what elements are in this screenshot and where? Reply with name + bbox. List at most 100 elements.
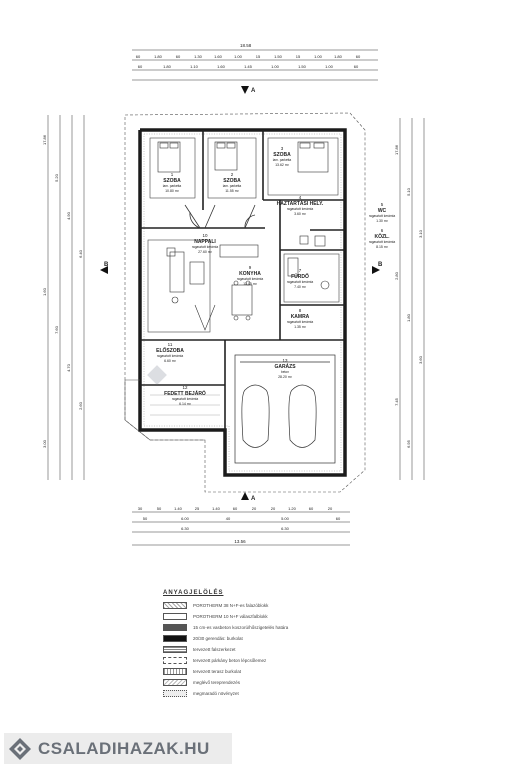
bottom-dim-value: 50	[143, 516, 148, 521]
legend-item: tervezett terasz burkolat	[163, 666, 363, 676]
room-area: 12.00 m²	[243, 282, 258, 286]
room-name: KÖZL.	[375, 233, 391, 240]
top-dim-value: 1.80	[334, 54, 343, 59]
left-dimension-chains	[47, 115, 85, 480]
room-number: 9	[249, 265, 252, 270]
left-dim-value: 4.70	[66, 363, 71, 372]
bottom-dim-value: 40	[226, 516, 231, 521]
partition-lines	[147, 137, 340, 333]
room-area: 1.30 m²	[376, 219, 389, 223]
room-name: HÁZTARTÁSI HELY.	[277, 200, 324, 207]
legend-item: tervezett párkány beton lépcsőlemez	[163, 655, 363, 665]
legend-item: tervezett falszerkezet	[163, 644, 363, 654]
room-material: ragasztott kerámia	[237, 277, 263, 281]
legend-swatch	[163, 601, 187, 609]
top-overall-dim: 18.58	[240, 43, 252, 48]
bottom-dim-value: 20	[271, 506, 276, 511]
left-dim-value: 6.40	[78, 249, 83, 258]
left-dim-value: 3.00	[42, 439, 47, 448]
furniture-beds	[157, 141, 329, 173]
legend-swatch	[163, 645, 187, 653]
room-number: 4	[299, 195, 302, 200]
room-area: 27.60 m²	[198, 250, 213, 254]
room-name: SZOBA	[163, 178, 181, 184]
right-dim-value: 1.80	[406, 313, 411, 322]
legend-swatch	[163, 667, 187, 675]
left-dim-value: 2.60	[78, 401, 83, 410]
room-number: 1	[171, 172, 174, 177]
bottom-dim-value: 50	[157, 506, 162, 511]
top-dim-value: 60	[136, 54, 141, 59]
room-name: KONYHA	[239, 271, 261, 277]
section-markers	[100, 86, 380, 500]
room-area: 1.35 m²	[294, 325, 307, 329]
legend-item: POROTHERM 38 N+F-es falazóblokk	[163, 600, 363, 610]
room-number: 2	[231, 172, 234, 177]
room-number: 5	[381, 202, 384, 207]
legend-swatch	[163, 678, 187, 686]
room-material: ragasztott kerámia	[172, 397, 198, 401]
entrance-hatch	[150, 394, 220, 416]
bottom-dim-value: 60	[309, 506, 314, 511]
right-dim-value: 3.60	[418, 355, 423, 364]
legend-swatch	[163, 623, 187, 631]
bottom-dim-value: 6.00	[181, 516, 190, 521]
exterior-walls	[138, 128, 347, 477]
room-area: 7.40 m²	[294, 285, 307, 289]
top-dim-value: 1.00	[325, 64, 334, 69]
right-dim-value: 5.10	[406, 187, 411, 196]
legend-item: megmaradó növényzet	[163, 688, 363, 698]
legend-swatch	[163, 689, 187, 697]
bottom-dim-value: 1.40	[174, 506, 183, 511]
top-dim-value: 60	[354, 64, 359, 69]
room-name: NAPPALI	[194, 239, 216, 245]
room-material: lam. parketta	[163, 184, 182, 188]
legend-label: tervezett falszerkezet	[193, 646, 236, 652]
room-number: 3	[281, 146, 284, 151]
room-number: 11	[168, 342, 173, 347]
bottom-dim-value: 25	[195, 506, 200, 511]
right-dim-value: 7.45	[394, 397, 399, 406]
room-number: 13	[282, 358, 288, 363]
terrace-outline	[124, 379, 205, 441]
top-dim-value: 1.45	[244, 64, 253, 69]
bottom-dimension-chains	[132, 511, 350, 546]
top-dim-value: 15	[256, 54, 261, 59]
top-dim-value: 1.00	[271, 64, 280, 69]
room-number: 12	[182, 385, 188, 390]
legend-label: POROTHERM 38 N+F-es falazóblokk	[193, 602, 269, 608]
left-dim-value: 4.90	[66, 211, 71, 220]
room-material: lam. parketta	[273, 158, 292, 162]
room-name: KAMRA	[291, 314, 310, 320]
diagonal-doors	[184, 204, 256, 229]
right-dim-value: 2.80	[394, 271, 399, 280]
room-number: 10	[202, 233, 208, 238]
bottom-dim-value: 6.30	[281, 526, 290, 531]
room-material: ragasztott kerámia	[369, 214, 395, 218]
bottom-dim-value: 60	[233, 506, 238, 511]
top-dim-value: 1.30	[194, 54, 203, 59]
legend-label: tervezett terasz burkolat	[193, 668, 242, 674]
left-dim-value: 7.60	[54, 325, 59, 334]
room-name: SZOBA	[223, 178, 241, 184]
room-name: FEDETT BEJÁRÓ	[164, 389, 206, 397]
legend-swatch	[163, 612, 187, 620]
top-dim-value: 60	[138, 64, 143, 69]
top-dim-value: 1.80	[163, 64, 172, 69]
legend-title: ANYAGJELÖLÉS	[163, 590, 224, 596]
bottom-dim-value: 30	[138, 506, 143, 511]
legend-item: POROTHERM 10 N+F válaszfalblokk	[163, 611, 363, 621]
legend-item: meglévő tereprendezés	[163, 677, 363, 687]
room-material: ragasztott kerámia	[192, 245, 218, 249]
bottom-dim-value: 5.00	[281, 516, 290, 521]
legend-item: 20/30 gerendás: burkolat	[163, 633, 363, 643]
furniture-living	[166, 244, 259, 331]
top-dim-value: 1.00	[314, 54, 323, 59]
top-dim-value: 60	[356, 54, 361, 59]
watermark-logo	[147, 365, 167, 385]
top-dim-value: 1.60	[214, 54, 223, 59]
brand-name: CSALADIHAZAK.HU	[38, 738, 210, 758]
room-number: 8	[299, 308, 302, 313]
bottom-dim-value: 6.30	[181, 526, 190, 531]
